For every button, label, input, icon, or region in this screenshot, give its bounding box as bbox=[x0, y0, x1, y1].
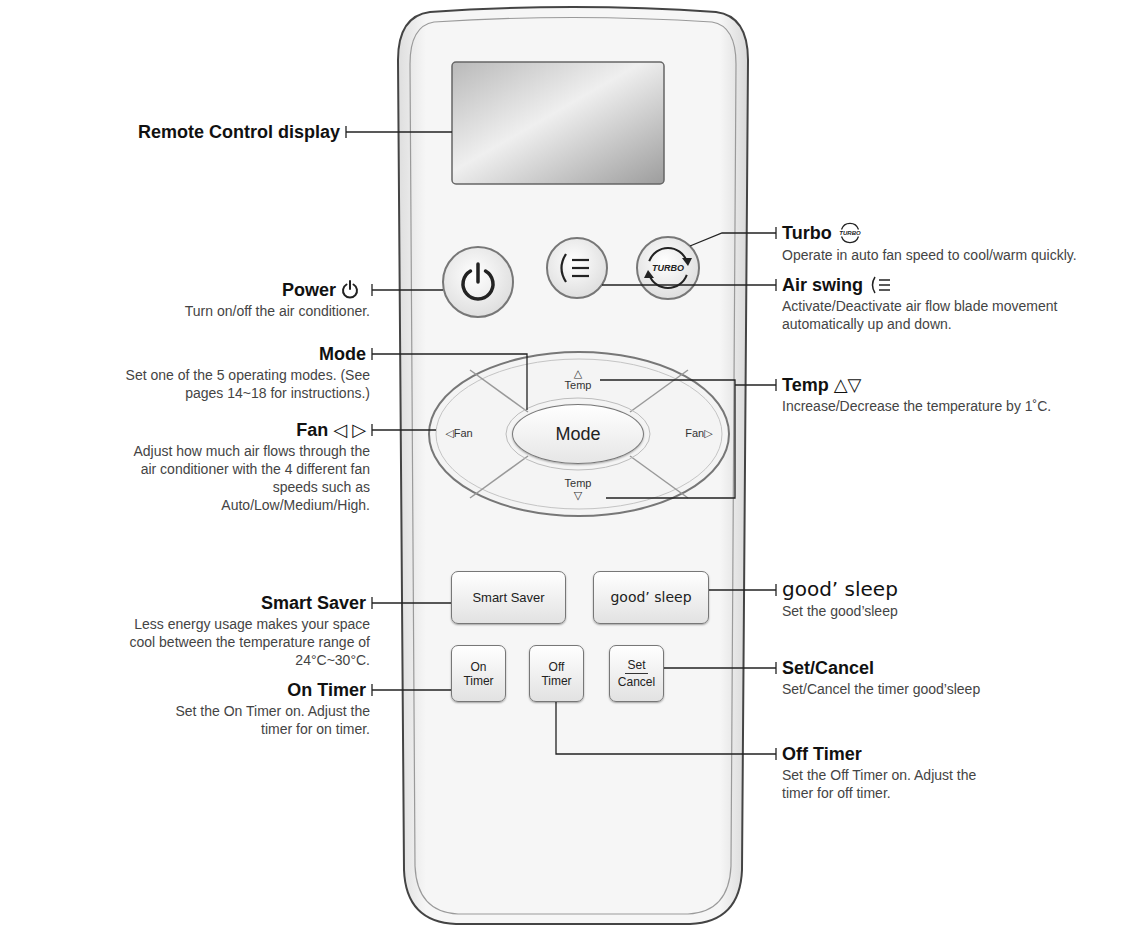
turbo-symbol bbox=[842, 237, 859, 243]
air-swing-symbol bbox=[879, 289, 890, 291]
air-swing-icon bbox=[562, 254, 567, 282]
leader-line bbox=[372, 602, 451, 603]
leader-line bbox=[372, 354, 527, 410]
air-swing-symbol bbox=[873, 277, 876, 293]
mode-button: Mode bbox=[512, 404, 644, 464]
leader-line bbox=[664, 667, 776, 668]
pad-divider bbox=[630, 370, 688, 412]
button-label: TURBO bbox=[652, 263, 684, 273]
power-symbol bbox=[349, 281, 351, 289]
button-label: Mode bbox=[555, 424, 600, 445]
button-label: Off Timer bbox=[533, 660, 580, 688]
callout-heading: Smart Saver bbox=[166, 592, 366, 614]
button-label: △ Temp bbox=[559, 367, 597, 391]
pad-divider bbox=[470, 370, 528, 412]
callout-description: Less energy usage makes your space cool … bbox=[120, 615, 370, 669]
air-swing-symbol bbox=[879, 279, 890, 281]
air-swing-icon bbox=[572, 267, 589, 269]
callout-heading: good’ sleep bbox=[782, 577, 982, 601]
turbo-button bbox=[637, 237, 699, 299]
turbo-symbol bbox=[842, 223, 859, 229]
power-button bbox=[443, 247, 513, 317]
air-swing-symbol bbox=[879, 284, 890, 286]
callout-description: Turn on/off the air conditioner. bbox=[80, 302, 370, 320]
button-label: Smart Saver bbox=[472, 590, 544, 605]
fan-right-key: Fan▷ bbox=[674, 422, 724, 444]
display-screen bbox=[452, 62, 664, 184]
turbo-button-face: TURBO bbox=[637, 237, 699, 299]
leader-line bbox=[372, 429, 436, 430]
button-label: On Timer bbox=[455, 660, 502, 688]
callout-heading: Turbo bbox=[782, 222, 982, 244]
power-icon bbox=[476, 264, 480, 282]
callout-heading: Set/Cancel bbox=[782, 657, 982, 679]
direction-pad-rim bbox=[436, 359, 722, 509]
air-swing-icon bbox=[572, 275, 589, 277]
callout-heading: Off Timer bbox=[782, 743, 982, 765]
on-timer-button: On Timer bbox=[451, 645, 506, 702]
temp-down-key: Temp ▽ bbox=[548, 470, 608, 508]
icon-text: TURBO bbox=[839, 230, 861, 237]
callout-heading: Fan ◁ ▷ bbox=[166, 419, 366, 441]
button-label: Fan▷ bbox=[685, 427, 712, 439]
fan-left-key: ◁Fan bbox=[434, 422, 484, 444]
callout-description: Set the Off Timer on. Adjust the timer f… bbox=[782, 766, 987, 802]
turbo-icon bbox=[649, 248, 687, 261]
button-label: Cancel bbox=[618, 675, 655, 689]
off-timer-button: Off Timer bbox=[529, 645, 584, 702]
leader-line bbox=[372, 689, 451, 690]
button-label: good’ sleep bbox=[610, 590, 691, 605]
button-label: Set bbox=[625, 658, 647, 674]
callout-description: Increase/Decrease the temperature by 1˚C… bbox=[782, 397, 1122, 415]
callout-heading: Power bbox=[166, 279, 336, 301]
pad-divider bbox=[470, 456, 528, 498]
leader-line bbox=[346, 131, 452, 132]
pad-divider bbox=[630, 456, 688, 498]
smart-saver-button: Smart Saver bbox=[451, 571, 566, 624]
leader-line bbox=[690, 233, 776, 246]
leader-line bbox=[372, 289, 443, 290]
good-sleep-button: good’ sleep bbox=[593, 571, 709, 624]
air-swing-button bbox=[547, 238, 607, 298]
turbo-icon bbox=[649, 275, 687, 288]
callout-heading: Mode bbox=[166, 343, 366, 365]
air-swing-icon bbox=[572, 259, 589, 261]
button-label: ◁Fan bbox=[445, 427, 472, 439]
callout-heading: Remote Control display bbox=[100, 121, 340, 143]
set-cancel-button: SetCancel bbox=[609, 645, 664, 702]
callout-description: Set one of the 5 operating modes. (See p… bbox=[110, 366, 370, 402]
callout-heading: Air swing bbox=[782, 274, 982, 296]
callout-description: Activate/Deactivate air flow blade movem… bbox=[782, 297, 1122, 333]
callout-description: Set the good’sleep bbox=[782, 602, 1082, 620]
leader-line bbox=[735, 384, 776, 385]
callout-description: Set/Cancel the timer good’sleep bbox=[782, 680, 1082, 698]
direction-pad bbox=[429, 352, 729, 516]
callout-description: Operate in auto fan speed to cool/warm q… bbox=[782, 246, 1082, 264]
button-label: Temp ▽ bbox=[559, 477, 597, 501]
remote-body bbox=[398, 7, 748, 924]
callout-description: Set the On Timer on. Adjust the timer fo… bbox=[165, 702, 370, 738]
leader-line bbox=[602, 284, 776, 285]
callout-heading: Temp △▽ bbox=[782, 374, 982, 396]
remote-body-edge bbox=[410, 18, 736, 915]
temp-up-key: △ Temp bbox=[548, 360, 608, 398]
callout-description: Adjust how much air flows through the ai… bbox=[128, 442, 370, 514]
leader-line bbox=[709, 589, 776, 590]
callout-heading: On Timer bbox=[166, 679, 366, 701]
leader-line bbox=[556, 702, 776, 754]
